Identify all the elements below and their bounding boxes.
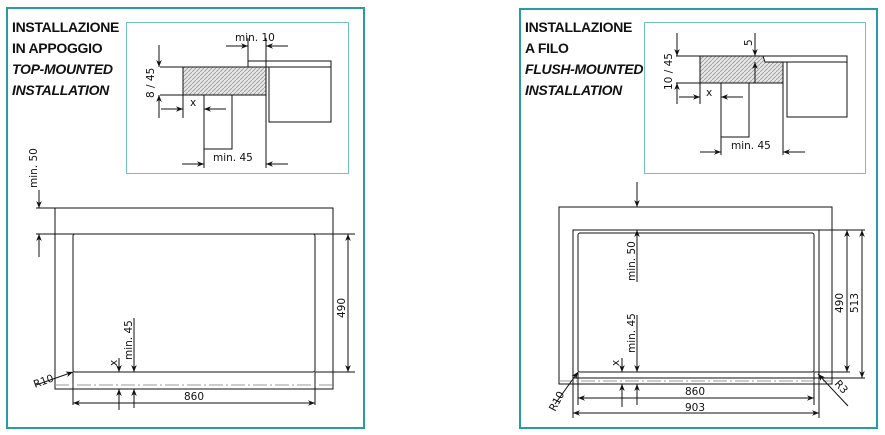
plan-drawing-flush-mounted bbox=[554, 182, 865, 418]
title-it-line2: IN APPOGGIO bbox=[12, 40, 103, 56]
plan-drawing-top-mounted bbox=[35, 190, 355, 410]
label-min50: min. 50 bbox=[28, 148, 40, 188]
label-min45: min. 45 bbox=[731, 140, 771, 152]
label-thickness: 10 / 45 bbox=[663, 53, 675, 90]
label-5: 5 bbox=[743, 39, 755, 46]
label-thickness: 8 / 45 bbox=[145, 68, 157, 98]
label-490: 490 bbox=[336, 298, 348, 318]
label-513: 513 bbox=[849, 293, 861, 313]
label-903: 903 bbox=[685, 402, 705, 414]
title-top-mounted: INSTALLAZIONE IN APPOGGIO TOP-MOUNTED IN… bbox=[12, 17, 119, 101]
label-860: 860 bbox=[685, 386, 705, 398]
detail-drawing-top-mounted bbox=[156, 38, 332, 168]
detail-box-flush-mounted bbox=[644, 22, 866, 174]
label-x: x bbox=[108, 360, 120, 366]
detail-drawing-flush-mounted bbox=[674, 33, 848, 155]
title-flush-mounted: INSTALLAZIONE A FILO FLUSH-MOUNTED INSTA… bbox=[525, 17, 644, 101]
detail-box-top-mounted bbox=[126, 22, 349, 174]
label-490: 490 bbox=[834, 293, 846, 313]
title-en-line2: INSTALLATION bbox=[525, 82, 622, 98]
panel-top-mounted bbox=[6, 7, 365, 429]
label-min45: min. 45 bbox=[626, 313, 638, 353]
label-860: 860 bbox=[184, 391, 204, 403]
label-x: x bbox=[190, 97, 196, 109]
label-min45: min. 45 bbox=[213, 152, 253, 164]
title-en-line2: INSTALLATION bbox=[12, 82, 109, 98]
label-min50: min. 50 bbox=[626, 241, 638, 281]
title-en-line1: TOP-MOUNTED bbox=[12, 61, 113, 77]
label-min10: min. 10 bbox=[235, 32, 275, 44]
label-min45: min. 45 bbox=[123, 320, 135, 360]
label-r10: R10 bbox=[547, 390, 567, 414]
title-it-line1: INSTALLAZIONE bbox=[12, 19, 120, 35]
title-it-line1: INSTALLAZIONE bbox=[525, 19, 633, 35]
title-it-line2: A FILO bbox=[525, 40, 569, 56]
label-x: x bbox=[610, 360, 622, 366]
label-r10: R10 bbox=[32, 372, 56, 390]
label-x: x bbox=[706, 87, 712, 99]
panel-flush-mounted bbox=[519, 8, 878, 429]
title-en-line1: FLUSH-MOUNTED bbox=[525, 61, 644, 77]
label-r3: R3 bbox=[832, 378, 850, 396]
